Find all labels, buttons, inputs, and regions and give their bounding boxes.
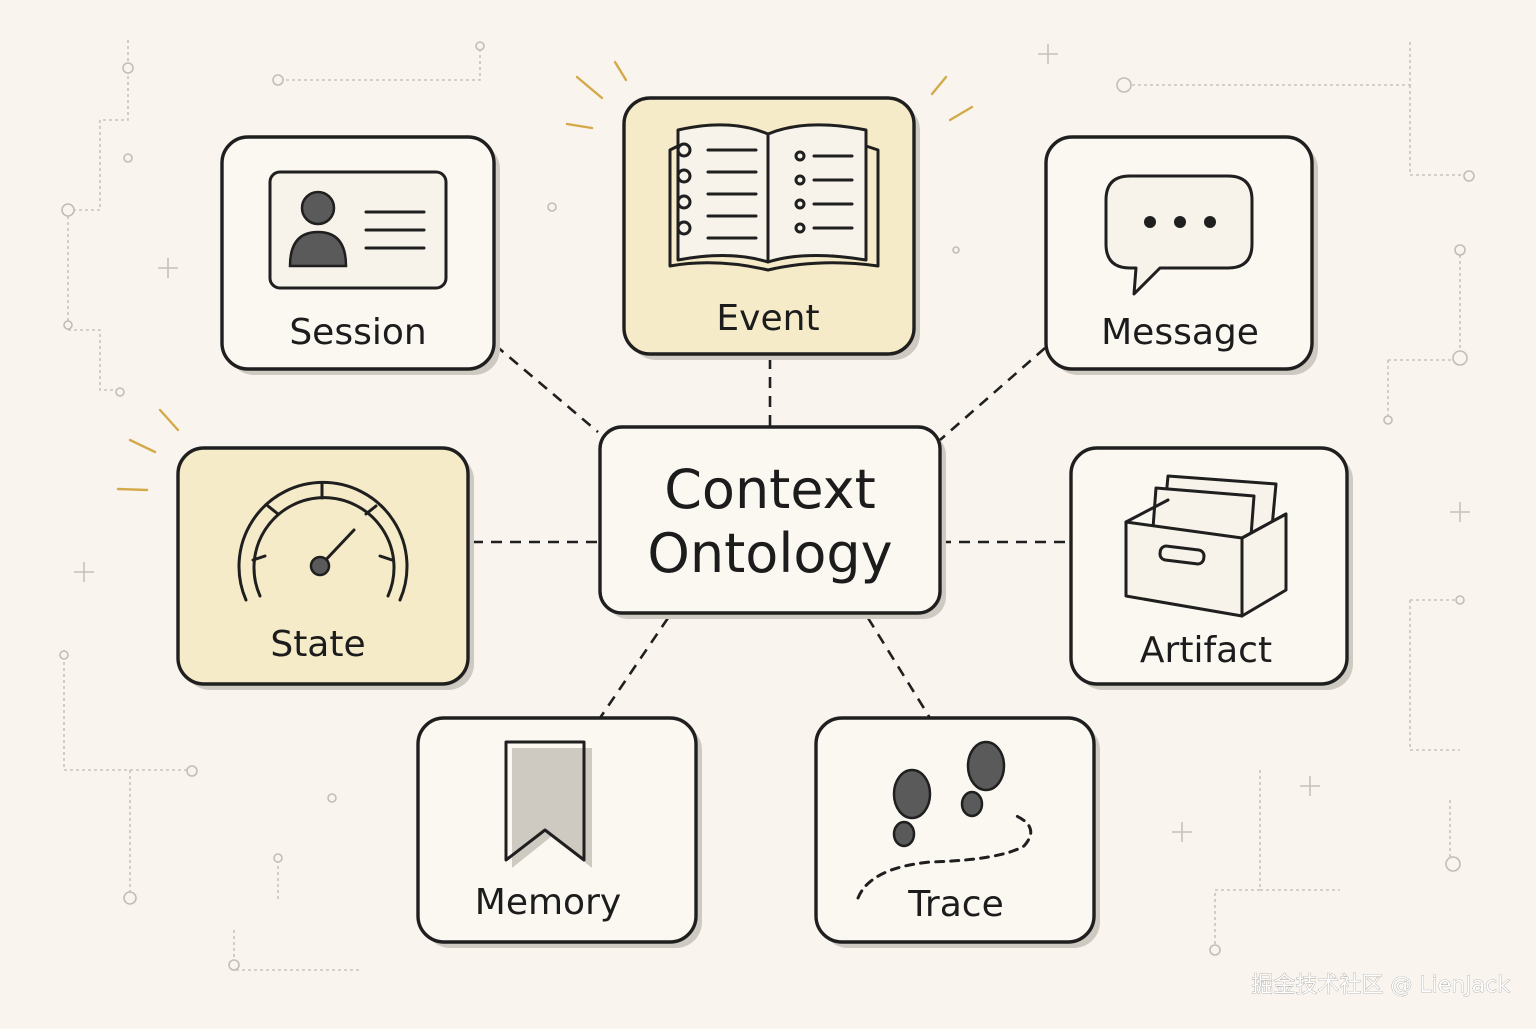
node-event[interactable]: Event	[622, 96, 920, 360]
node-session-label: Session	[289, 312, 426, 353]
node-state[interactable]: State	[176, 446, 474, 690]
file-box-icon	[1124, 474, 1288, 618]
center-node-context-ontology[interactable]: Context Ontology	[598, 425, 946, 619]
circuit-background	[59, 40, 1475, 971]
center-title-line-2: Ontology	[647, 522, 892, 585]
open-book-icon	[668, 123, 880, 272]
node-artifact[interactable]: Artifact	[1069, 446, 1353, 690]
node-trace-label: Trace	[907, 884, 1004, 925]
connector-session	[494, 344, 599, 433]
node-trace-box	[814, 716, 1096, 944]
node-state-label: State	[270, 624, 365, 665]
connector-trace	[866, 617, 932, 719]
gauge-icon	[237, 480, 409, 602]
node-session[interactable]: Session	[220, 135, 500, 375]
center-node-box	[598, 425, 942, 615]
id-card-icon	[268, 170, 448, 290]
footprints-icon	[856, 740, 1033, 900]
event-highlight-rays	[565, 60, 974, 130]
connector-lines	[472, 344, 1070, 719]
chat-bubble-icon	[1104, 174, 1254, 296]
node-message[interactable]: Message	[1044, 135, 1318, 375]
node-memory-label: Memory	[475, 882, 621, 923]
center-title-line-1: Context	[664, 458, 876, 521]
connector-message	[939, 347, 1046, 441]
node-event-label: Event	[716, 298, 819, 339]
node-memory[interactable]: Memory	[416, 716, 702, 948]
state-highlight-rays	[116, 408, 180, 492]
connector-memory	[598, 617, 670, 719]
bookmark-icon	[504, 740, 592, 868]
node-trace[interactable]: Trace	[814, 716, 1100, 948]
node-message-label: Message	[1101, 312, 1259, 353]
watermark-text: 掘金技术社区 @ LienJack	[1251, 973, 1510, 998]
node-artifact-label: Artifact	[1140, 630, 1272, 671]
